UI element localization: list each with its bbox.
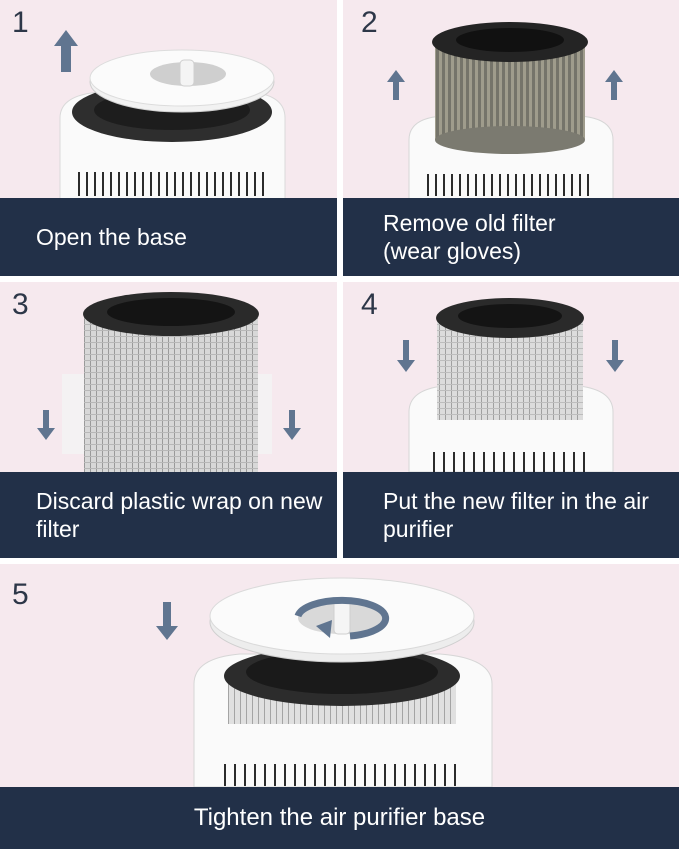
arrow-up-icon-left [387, 70, 405, 100]
step-caption: Tighten the air purifier base [0, 787, 679, 849]
step-caption: Open the base [0, 198, 337, 276]
step-4-illustration [397, 298, 624, 472]
step-number: 3 [12, 288, 29, 321]
step-number: 5 [12, 578, 29, 611]
step-4-panel: 4 Put the new filter in the air purifier [343, 282, 679, 558]
step-3-panel: 3 Discard plastic wrap on new filter [0, 282, 337, 558]
step-caption: Put the new filter in the air purifier [343, 472, 679, 558]
step-1-illustration [54, 30, 286, 200]
step-number: 1 [12, 6, 29, 39]
step-5-illustration [156, 577, 493, 787]
rotate-arrow-icon [294, 596, 390, 640]
step-1-panel: 1 Open the base [0, 0, 337, 276]
arrow-down-icon [156, 602, 178, 640]
step-2-panel: 2 Remove old filter (wear gloves) [343, 0, 679, 276]
step-number: 4 [361, 288, 378, 321]
arrow-up-icon-right [605, 70, 623, 100]
step-2-illustration [387, 22, 623, 200]
arrow-up-icon [54, 30, 78, 72]
arrow-down-icon-left [397, 340, 415, 372]
step-caption: Discard plastic wrap on new filter [0, 472, 337, 558]
step-5-panel: 5 Tighten the air purifier base [0, 564, 679, 849]
arrow-down-icon-right [606, 340, 624, 372]
arrow-down-icon-right [283, 410, 301, 440]
step-number: 2 [361, 6, 378, 39]
arrow-down-icon-left [37, 410, 55, 440]
step-caption: Remove old filter (wear gloves) [343, 198, 679, 276]
step-3-illustration [37, 292, 301, 472]
